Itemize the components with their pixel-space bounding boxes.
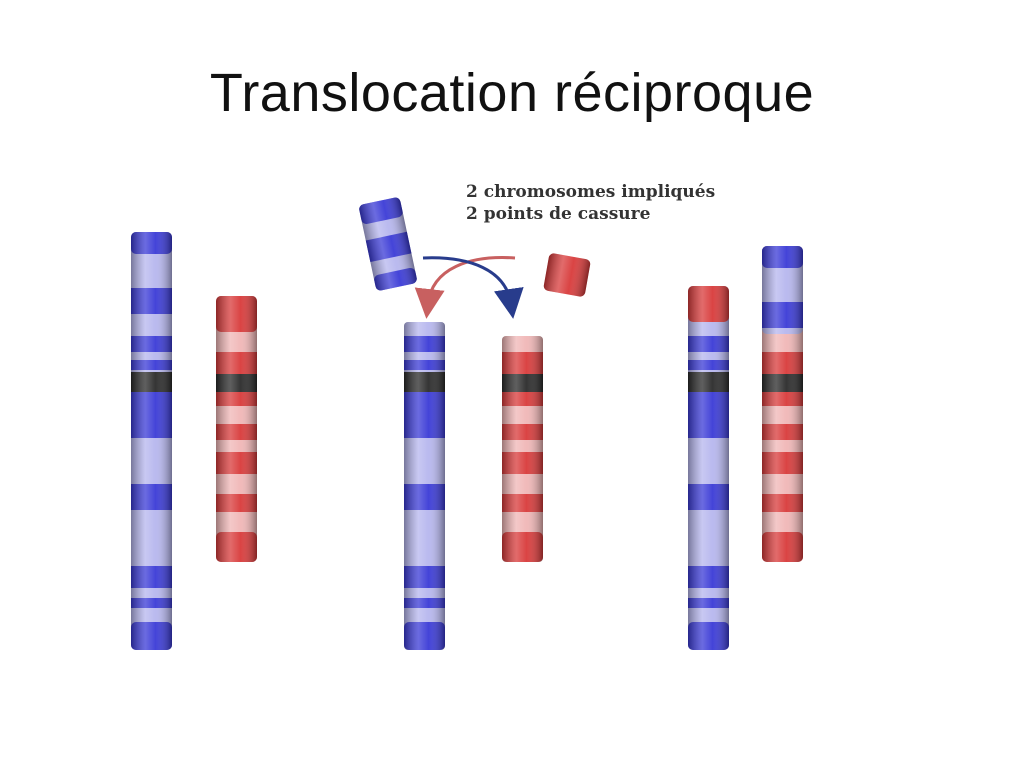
normal-red-chromosome [216, 296, 257, 562]
annotation-line-1: 2 chromosomes impliqués [466, 182, 715, 202]
annotation-line-2: 2 points de cassure [466, 204, 651, 224]
red-detached-fragment [543, 253, 591, 297]
slide-title: Translocation réciproque [209, 63, 815, 123]
broken-red-chromosome [502, 336, 543, 562]
derivative-blue-chromosome [688, 286, 729, 650]
blue-detached-fragment [359, 197, 417, 291]
normal-blue-chromosome [131, 232, 172, 650]
broken-blue-chromosome [404, 322, 445, 650]
arrow-red-to-blue [414, 256, 516, 319]
derivative-red-chromosome [762, 246, 803, 562]
arrow-blue-to-red [422, 256, 524, 319]
